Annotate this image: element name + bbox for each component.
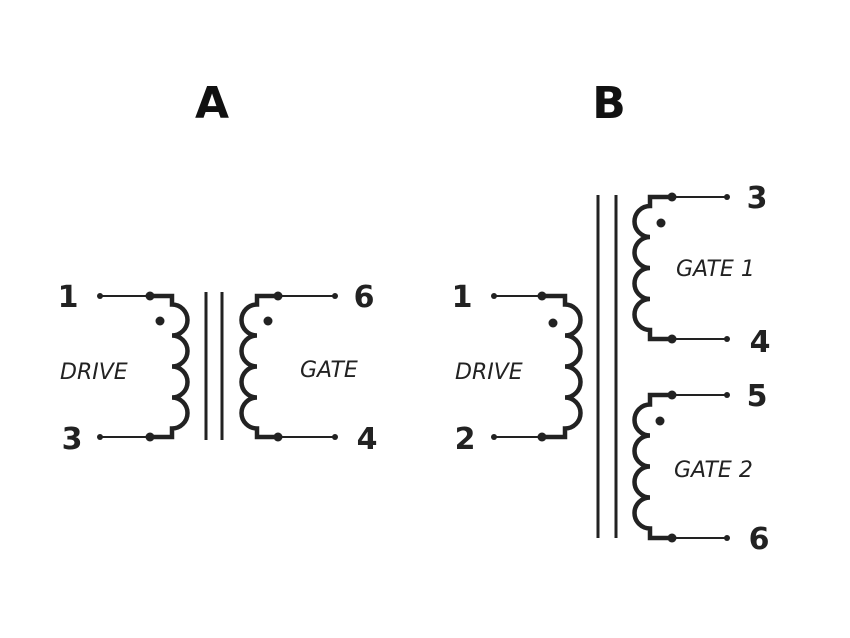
transformer-b: 1 2 3 4 5 6 DRIVE GATE 1 GATE 2 <box>452 181 771 557</box>
pin-a-primary-bottom: 3 <box>62 422 83 457</box>
b-gate2-junction-bottom <box>667 533 677 543</box>
label-b-gate1: GATE 1 <box>676 257 755 282</box>
b-gate2-coil <box>632 392 672 541</box>
pin-b-gate2-bottom: 6 <box>749 522 770 557</box>
b-primary-junction-top <box>537 291 547 301</box>
b-gate1-junction-bottom <box>667 334 677 344</box>
a-secondary-junction-bottom <box>273 432 283 442</box>
title-b: B <box>592 78 626 129</box>
b-primary-junction-bottom <box>537 432 547 442</box>
a-primary-coil <box>150 293 190 440</box>
b-gate1-coil <box>632 194 672 342</box>
label-b-gate2: GATE 2 <box>674 458 753 483</box>
a-primary-junction-top <box>145 291 155 301</box>
pin-a-secondary-top: 6 <box>354 280 375 315</box>
b-primary-polarity-dot <box>548 318 558 328</box>
transformer-a: 1 3 6 4 DRIVE GATE <box>58 280 378 457</box>
b-primary-terminal-bottom <box>491 434 497 440</box>
b-gate2-junction-top <box>667 390 677 400</box>
b-primary-coil <box>542 293 583 440</box>
a-secondary-coil <box>239 293 278 440</box>
label-b-drive: DRIVE <box>455 360 523 385</box>
a-secondary-junction-top <box>273 291 283 301</box>
a-primary-junction-bottom <box>145 432 155 442</box>
pin-b-primary-bottom: 2 <box>455 422 476 457</box>
pin-a-primary-top: 1 <box>58 280 79 315</box>
b-gate1-polarity-dot <box>656 218 666 228</box>
a-secondary-terminal-top <box>332 293 338 299</box>
a-primary-terminal-top <box>97 293 103 299</box>
b-gate1-terminal-top <box>724 194 730 200</box>
b-gate2-terminal-top <box>724 392 730 398</box>
b-primary-terminal-top <box>491 293 497 299</box>
pin-a-secondary-bottom: 4 <box>357 422 378 457</box>
pin-b-gate1-bottom: 4 <box>750 325 771 360</box>
pin-b-gate2-top: 5 <box>747 379 768 414</box>
label-a-drive: DRIVE <box>60 360 128 385</box>
b-gate2-terminal-bottom <box>724 535 730 541</box>
title-a: A <box>195 78 229 129</box>
b-gate2-polarity-dot <box>655 416 665 426</box>
label-a-gate: GATE <box>300 358 358 383</box>
a-primary-terminal-bottom <box>97 434 103 440</box>
pin-b-gate1-top: 3 <box>747 181 768 216</box>
b-gate1-terminal-bottom <box>724 336 730 342</box>
b-gate1-junction-top <box>667 192 677 202</box>
a-secondary-polarity-dot <box>263 316 273 326</box>
a-secondary-terminal-bottom <box>332 434 338 440</box>
pin-b-primary-top: 1 <box>452 280 473 315</box>
a-primary-polarity-dot <box>155 316 165 326</box>
